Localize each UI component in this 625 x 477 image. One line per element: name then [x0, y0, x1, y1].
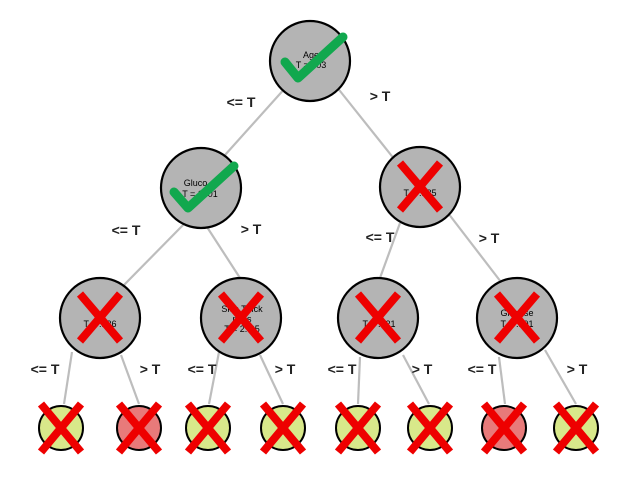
node-right-left[interactable]: ... T = ...21 — [336, 276, 420, 360]
node-left-feature: Gluco.. — [184, 178, 213, 188]
label-lr-left: <= T — [188, 361, 217, 377]
edge-root-right — [335, 85, 396, 161]
edges — [62, 85, 577, 405]
node-lr-feature: Skin Thick — [221, 304, 263, 314]
edge-gluco-right — [206, 226, 241, 279]
node-right[interactable]: ... T = ...85 — [378, 145, 462, 229]
label-root-right: > T — [370, 88, 391, 104]
label-right-left: <= T — [366, 229, 395, 245]
node-root-feature: Age — [303, 50, 319, 60]
cross-icon — [552, 401, 600, 455]
label-rr-left: <= T — [468, 361, 497, 377]
label-lr-right: > T — [275, 361, 296, 377]
leaf-node-5[interactable] — [334, 401, 382, 455]
edge-rl-right — [402, 354, 430, 405]
leaf-node-3[interactable] — [184, 401, 232, 455]
leaf-node-6[interactable] — [406, 401, 454, 455]
edge-ll-left — [62, 351, 74, 405]
label-rr-right: > T — [567, 361, 588, 377]
leaves — [37, 401, 600, 455]
cross-icon — [184, 401, 232, 455]
edge-gluco-left — [123, 221, 187, 286]
cross-icon — [354, 291, 402, 344]
cross-icon — [406, 401, 454, 455]
node-rr-threshold: T = ...01 — [500, 319, 533, 329]
label-rl-left: <= T — [328, 361, 357, 377]
node-root[interactable]: Age T = ..03 — [268, 19, 352, 103]
check-icon — [169, 161, 239, 213]
edge-ll-right — [119, 354, 141, 405]
node-left-left[interactable]: ... T = ...36 — [58, 276, 142, 360]
leaf-node-2[interactable] — [115, 401, 163, 455]
node-ll-threshold: T = ...36 — [83, 319, 116, 329]
cross-icon — [259, 401, 307, 455]
check-icon — [280, 32, 348, 83]
edge-rr-right — [544, 349, 577, 405]
leaf-node-8[interactable] — [552, 401, 600, 455]
node-left[interactable]: Gluco.. T = 1..01 — [159, 146, 243, 230]
node-right-threshold: T = ...85 — [403, 188, 436, 198]
edge-rl-left — [356, 356, 362, 405]
label-ll-right: > T — [140, 361, 161, 377]
edge-lr-right — [259, 354, 284, 405]
node-lr-threshold: T = 2..05 — [224, 324, 260, 334]
label-gluco-left: <= T — [112, 222, 141, 238]
cross-icon — [334, 401, 382, 455]
leaf-node-4[interactable] — [259, 401, 307, 455]
label-rl-right: > T — [412, 361, 433, 377]
cross-icon — [493, 291, 541, 344]
edge-right-left — [378, 222, 402, 279]
leaf-node-1[interactable] — [37, 401, 85, 455]
cross-icon — [76, 291, 124, 344]
node-left-right[interactable]: Skin Thick ness T = 2..05 — [199, 276, 283, 360]
cross-icon — [217, 291, 265, 344]
cross-icon — [37, 401, 85, 455]
label-gluco-right: > T — [241, 221, 262, 237]
edge-lr-left — [207, 351, 221, 405]
cross-icon — [396, 160, 444, 213]
cross-icon — [480, 401, 528, 455]
cross-icon — [115, 401, 163, 455]
label-root-left: <= T — [227, 94, 256, 110]
edge-root-left — [224, 85, 288, 156]
label-ll-left: <= T — [31, 361, 60, 377]
leaf-node-7[interactable] — [480, 401, 528, 455]
edge-rr-left — [497, 356, 507, 405]
node-right-right[interactable]: Glucose T = ...01 — [475, 276, 559, 360]
label-right-right: > T — [479, 230, 500, 246]
edge-right-right — [447, 212, 502, 283]
edge-labels: <= T > T <= T > T <= T > T <= T > T <= T… — [31, 88, 588, 377]
